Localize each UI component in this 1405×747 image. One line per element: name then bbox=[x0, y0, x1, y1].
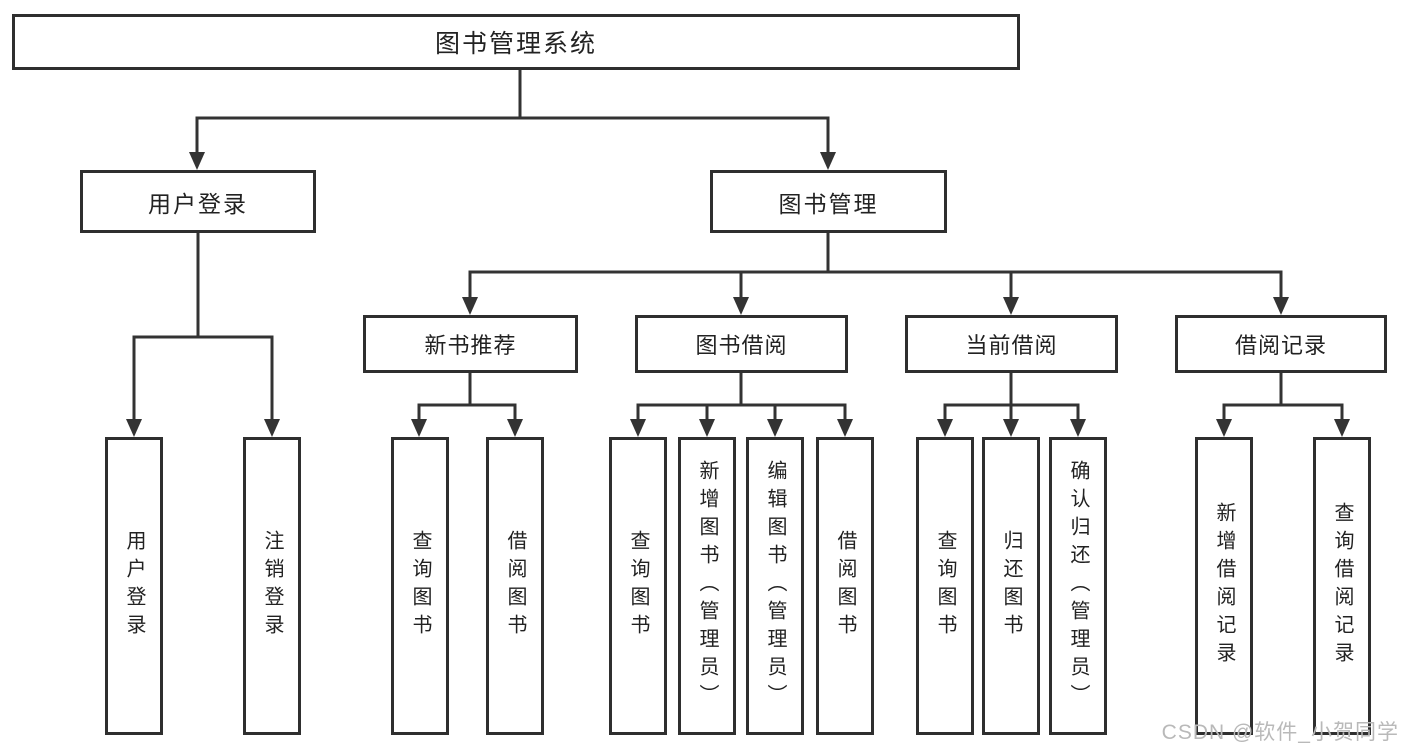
arrowhead bbox=[126, 419, 142, 437]
connector-strokes bbox=[132, 70, 1344, 421]
arrowhead bbox=[1334, 419, 1350, 437]
leaf-query-books-current: 查询图书 bbox=[916, 437, 974, 735]
leaf-label: 借阅图书 bbox=[504, 530, 526, 642]
node-user-login: 用户登录 bbox=[80, 170, 316, 233]
arrowhead bbox=[189, 152, 205, 170]
leaf-label: 编辑图书（管理员） bbox=[764, 460, 786, 712]
arrowhead bbox=[1003, 297, 1019, 315]
leaf-add-book-admin: 新增图书（管理员） bbox=[678, 437, 736, 735]
arrowhead bbox=[937, 419, 953, 437]
node-current-borrowing: 当前借阅 bbox=[905, 315, 1118, 373]
leaf-label: 用户登录 bbox=[123, 530, 145, 642]
arrowhead bbox=[837, 419, 853, 437]
arrowhead bbox=[1216, 419, 1232, 437]
arrowhead bbox=[507, 419, 523, 437]
arrowhead bbox=[411, 419, 427, 437]
leaf-label: 查询图书 bbox=[409, 530, 431, 642]
arrowhead bbox=[630, 419, 646, 437]
leaf-query-books-recommend: 查询图书 bbox=[391, 437, 449, 735]
leaf-label: 新增图书（管理员） bbox=[696, 460, 718, 712]
node-book-borrowing: 图书借阅 bbox=[635, 315, 848, 373]
node-library-system: 图书管理系统 bbox=[12, 14, 1020, 70]
connector-management-branch bbox=[468, 233, 1283, 299]
arrowhead bbox=[462, 297, 478, 315]
connector-current-branch bbox=[943, 373, 1080, 421]
leaf-borrow-books-borrowing: 借阅图书 bbox=[816, 437, 874, 735]
leaf-query-books-borrowing: 查询图书 bbox=[609, 437, 667, 735]
arrowhead bbox=[767, 419, 783, 437]
leaf-label: 新增借阅记录 bbox=[1213, 502, 1235, 670]
leaf-label: 查询图书 bbox=[934, 530, 956, 642]
arrowhead bbox=[733, 297, 749, 315]
arrowhead bbox=[820, 152, 836, 170]
arrowhead bbox=[264, 419, 280, 437]
leaf-borrow-books-recommend: 借阅图书 bbox=[486, 437, 544, 735]
connector-user-branch bbox=[132, 233, 274, 421]
connector-records-branch bbox=[1222, 373, 1344, 421]
leaf-label: 查询图书 bbox=[627, 530, 649, 642]
connector-root bbox=[195, 70, 830, 154]
leaf-label: 归还图书 bbox=[1000, 530, 1022, 642]
node-borrowing-records: 借阅记录 bbox=[1175, 315, 1387, 373]
leaf-label: 确认归还（管理员） bbox=[1067, 460, 1089, 712]
leaf-logout: 注销登录 bbox=[243, 437, 301, 735]
node-book-management: 图书管理 bbox=[710, 170, 947, 233]
arrowhead bbox=[699, 419, 715, 437]
connector-borrowing-branch bbox=[636, 373, 847, 421]
arrowhead bbox=[1273, 297, 1289, 315]
csdn-watermark: CSDN @软件_小贺同学 bbox=[1161, 721, 1399, 744]
leaf-query-borrow-record: 查询借阅记录 bbox=[1313, 437, 1371, 735]
connector-recommend-branch bbox=[417, 373, 517, 421]
leaf-label: 查询借阅记录 bbox=[1331, 502, 1353, 670]
leaf-edit-book-admin: 编辑图书（管理员） bbox=[746, 437, 804, 735]
leaf-add-borrow-record: 新增借阅记录 bbox=[1195, 437, 1253, 735]
leaf-return-books: 归还图书 bbox=[982, 437, 1040, 735]
leaf-label: 注销登录 bbox=[261, 530, 283, 642]
arrowhead bbox=[1070, 419, 1086, 437]
leaf-label: 借阅图书 bbox=[834, 530, 856, 642]
leaf-confirm-return-admin: 确认归还（管理员） bbox=[1049, 437, 1107, 735]
node-new-book-recommend: 新书推荐 bbox=[363, 315, 578, 373]
arrowhead bbox=[1003, 419, 1019, 437]
leaf-user-login: 用户登录 bbox=[105, 437, 163, 735]
arrowheads bbox=[126, 152, 1350, 437]
